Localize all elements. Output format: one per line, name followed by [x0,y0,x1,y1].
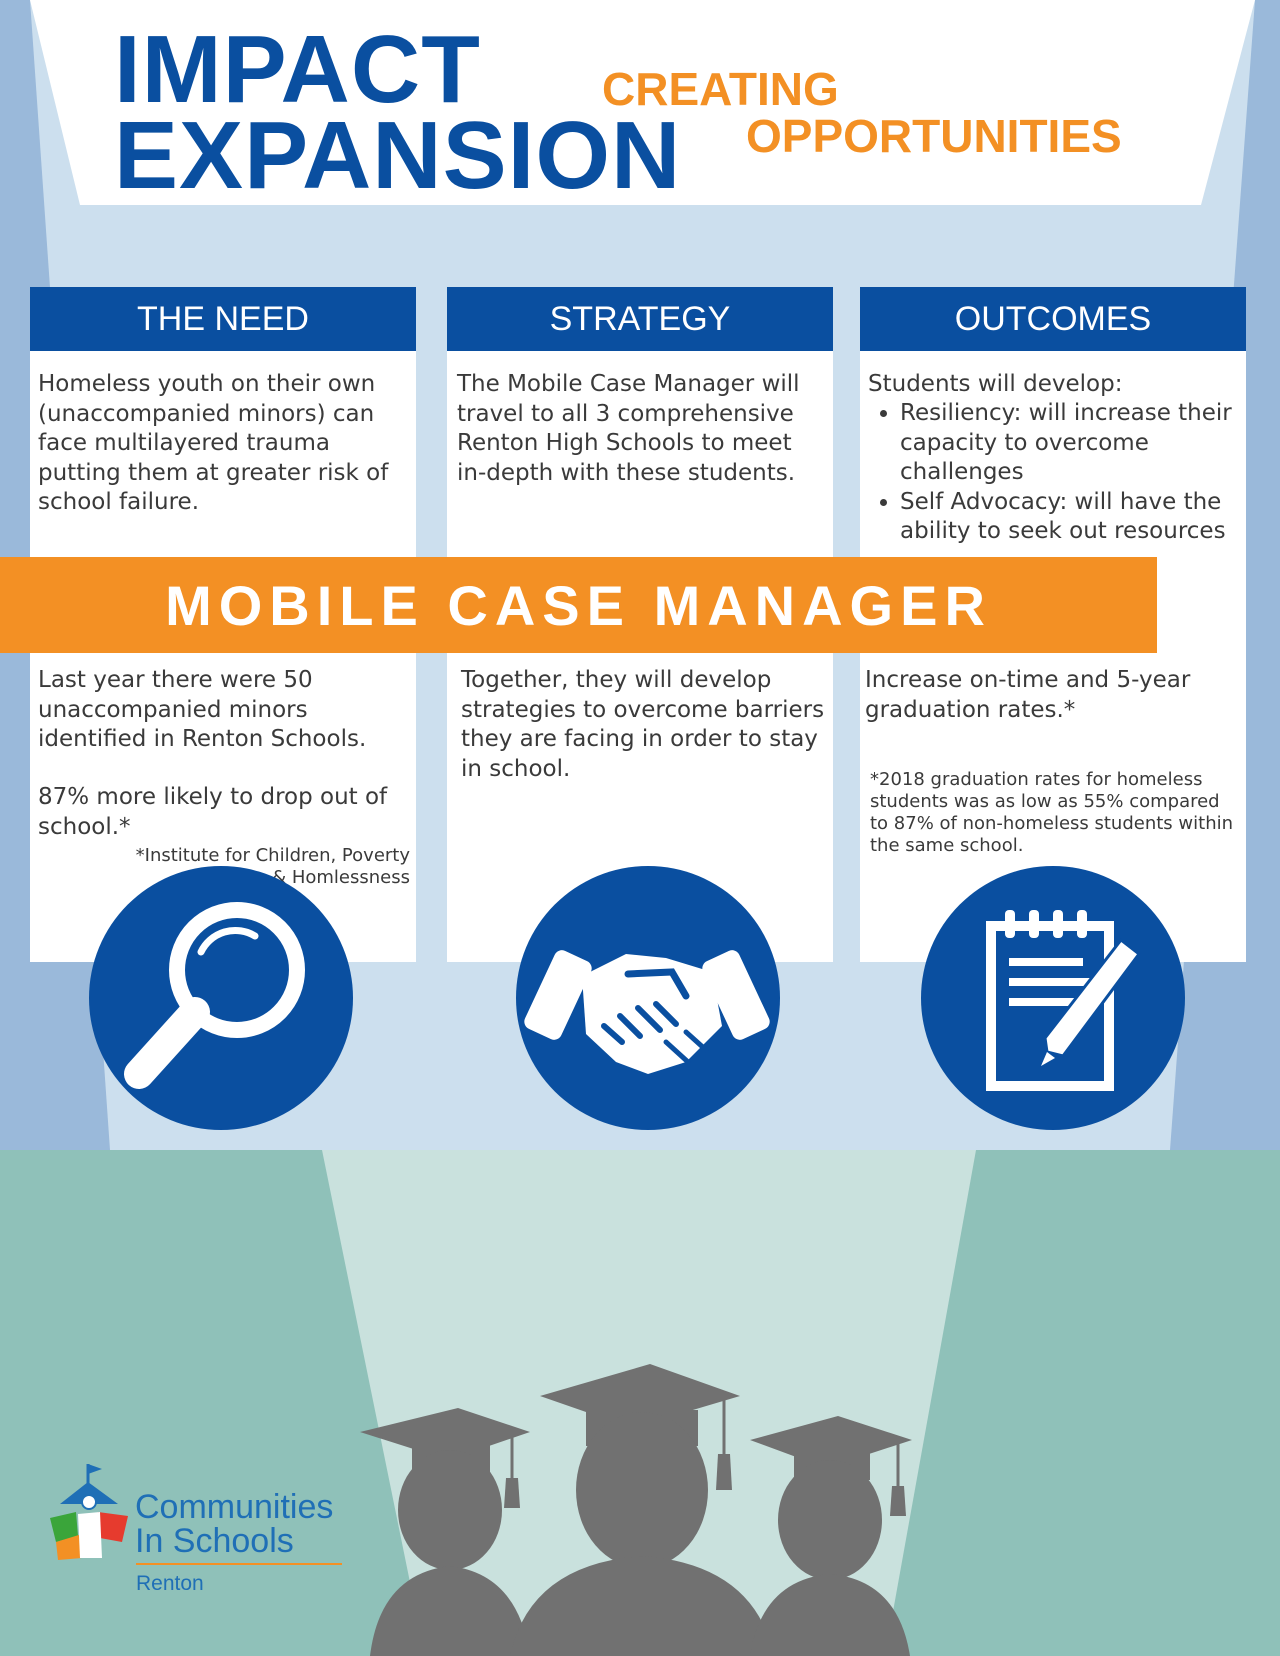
heading-strategy: STRATEGY [447,287,833,351]
handshake-icon [516,866,780,1130]
need-source: *Institute for Children, Poverty & Homle… [135,845,410,888]
subtitle-opportunities: OPPORTUNITIES [746,110,1122,162]
heading-outcomes: OUTCOMES [860,287,1246,351]
outcomes-footnote: *2018 graduation rates for homeless stud… [870,769,1234,856]
title-impact: IMPACT [114,16,481,123]
outcomes-bullet-self-advocacy: Self Advocacy: will have the ability to … [900,488,1244,547]
graduates-illustration [360,1364,912,1656]
logo-text-communities: Communities [135,1488,334,1526]
strategy-text-bottom: Together, they will develop strategies t… [461,667,825,782]
outcomes-text-bottom: Increase on-time and 5-year graduation r… [865,667,1191,723]
outcomes-bullet-list: Resiliency: will increase their capacity… [868,399,1244,547]
notepad-pencil-icon [921,866,1185,1130]
subtitle-creating: CREATING [602,63,839,115]
banner-label: MOBILE CASE MANAGER [165,573,992,637]
need-text-bottom-2: 87% more likely to drop out of school.* [38,784,388,840]
need-text-top: Homeless youth on their own (unaccompani… [38,371,389,515]
outcomes-intro: Students will develop: [868,371,1123,397]
strategy-text-top: The Mobile Case Manager will travel to a… [457,371,800,486]
mobile-case-manager-banner: MOBILE CASE MANAGER [0,557,1157,653]
title-expansion: EXPANSION [114,102,682,209]
need-text-bottom-1: Last year there were 50 unaccompanied mi… [38,667,367,752]
logo-location: Renton [136,1572,204,1595]
magnifying-glass-icon [89,866,353,1130]
outcomes-bullet-resiliency: Resiliency: will increase their capacity… [900,399,1244,488]
communities-in-schools-logo-icon [50,1464,128,1560]
heading-the-need: THE NEED [30,287,416,351]
logo-divider [136,1563,342,1565]
logo-text-in-schools: In Schools [135,1522,294,1560]
